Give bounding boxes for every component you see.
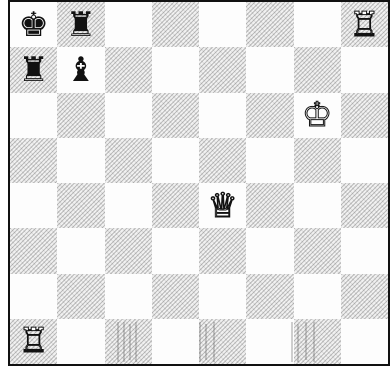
square-c8[interactable]: [105, 2, 152, 47]
square-g3[interactable]: [294, 228, 341, 273]
chess-board-frame: ♚ ♜ ♖ ♜ ♝ ♔ ♕ ♖: [8, 0, 390, 366]
white-queen-icon[interactable]: ♕: [207, 189, 237, 223]
square-a7[interactable]: ♜: [10, 47, 57, 92]
square-d1[interactable]: [152, 319, 199, 364]
square-f4[interactable]: [246, 183, 293, 228]
square-a3[interactable]: [10, 228, 57, 273]
white-rook-icon[interactable]: ♖: [349, 8, 379, 42]
square-g4[interactable]: [294, 183, 341, 228]
square-e1[interactable]: [199, 319, 246, 364]
square-e7[interactable]: [199, 47, 246, 92]
square-h6[interactable]: [341, 93, 388, 138]
square-g2[interactable]: [294, 274, 341, 319]
square-c3[interactable]: [105, 228, 152, 273]
square-g1[interactable]: [294, 319, 341, 364]
square-h8[interactable]: ♖: [341, 2, 388, 47]
square-d5[interactable]: [152, 138, 199, 183]
square-b1[interactable]: [57, 319, 104, 364]
square-e8[interactable]: [199, 2, 246, 47]
square-e3[interactable]: [199, 228, 246, 273]
square-h4[interactable]: [341, 183, 388, 228]
square-e6[interactable]: [199, 93, 246, 138]
square-f2[interactable]: [246, 274, 293, 319]
black-rook-icon[interactable]: ♜: [66, 8, 96, 42]
square-h3[interactable]: [341, 228, 388, 273]
square-b6[interactable]: [57, 93, 104, 138]
square-a5[interactable]: [10, 138, 57, 183]
square-c1[interactable]: [105, 319, 152, 364]
square-h5[interactable]: [341, 138, 388, 183]
square-a2[interactable]: [10, 274, 57, 319]
square-b4[interactable]: [57, 183, 104, 228]
square-a6[interactable]: [10, 93, 57, 138]
square-f6[interactable]: [246, 93, 293, 138]
square-b5[interactable]: [57, 138, 104, 183]
square-g6[interactable]: ♔: [294, 93, 341, 138]
square-d7[interactable]: [152, 47, 199, 92]
square-e4[interactable]: ♕: [199, 183, 246, 228]
black-rook-icon[interactable]: ♜: [18, 53, 48, 87]
square-f8[interactable]: [246, 2, 293, 47]
square-f5[interactable]: [246, 138, 293, 183]
square-d4[interactable]: [152, 183, 199, 228]
square-b7[interactable]: ♝: [57, 47, 104, 92]
square-b8[interactable]: ♜: [57, 2, 104, 47]
black-king-icon[interactable]: ♚: [18, 8, 48, 42]
square-g7[interactable]: [294, 47, 341, 92]
square-c6[interactable]: [105, 93, 152, 138]
square-c4[interactable]: [105, 183, 152, 228]
square-d3[interactable]: [152, 228, 199, 273]
black-bishop-icon[interactable]: ♝: [66, 53, 96, 87]
square-b3[interactable]: [57, 228, 104, 273]
square-b2[interactable]: [57, 274, 104, 319]
white-king-icon[interactable]: ♔: [302, 98, 332, 132]
square-d6[interactable]: [152, 93, 199, 138]
square-f1[interactable]: [246, 319, 293, 364]
white-rook-icon[interactable]: ♖: [18, 324, 48, 358]
square-a8[interactable]: ♚: [10, 2, 57, 47]
square-a1[interactable]: ♖: [10, 319, 57, 364]
square-h1[interactable]: [341, 319, 388, 364]
square-h7[interactable]: [341, 47, 388, 92]
square-f3[interactable]: [246, 228, 293, 273]
square-d2[interactable]: [152, 274, 199, 319]
square-e2[interactable]: [199, 274, 246, 319]
chess-board: ♚ ♜ ♖ ♜ ♝ ♔ ♕ ♖: [10, 2, 388, 364]
square-d8[interactable]: [152, 2, 199, 47]
square-h2[interactable]: [341, 274, 388, 319]
square-g8[interactable]: [294, 2, 341, 47]
square-g5[interactable]: [294, 138, 341, 183]
square-e5[interactable]: [199, 138, 246, 183]
square-f7[interactable]: [246, 47, 293, 92]
square-c2[interactable]: [105, 274, 152, 319]
square-a4[interactable]: [10, 183, 57, 228]
square-c5[interactable]: [105, 138, 152, 183]
square-c7[interactable]: [105, 47, 152, 92]
